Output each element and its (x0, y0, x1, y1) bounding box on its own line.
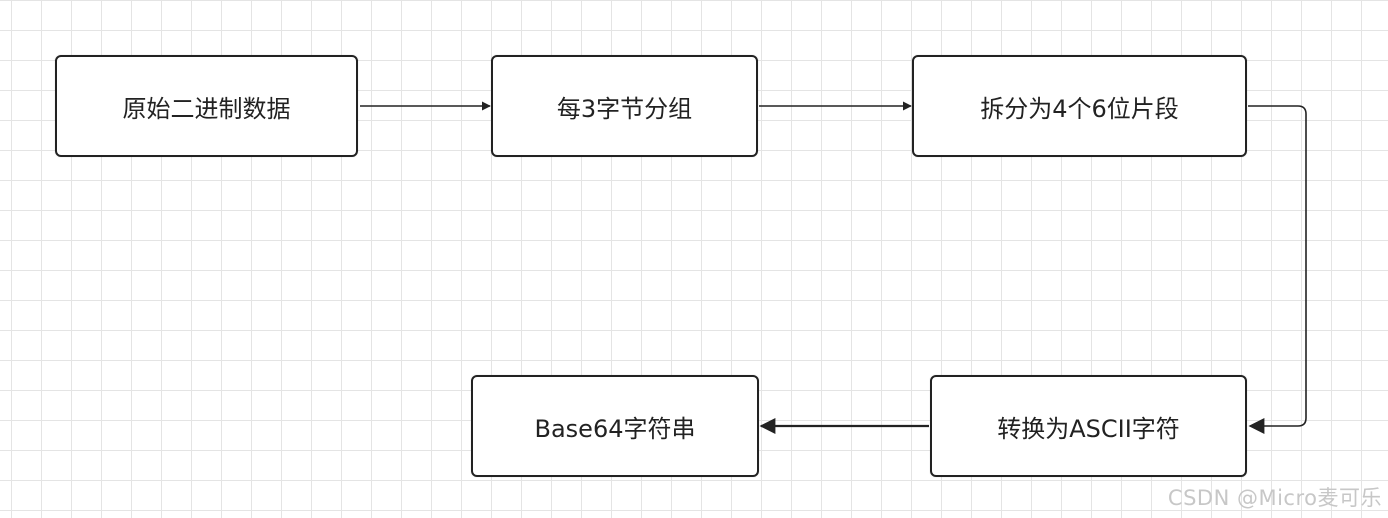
node-raw-binary-data[interactable]: 原始二进制数据 (55, 55, 358, 157)
edge-split-to-convert[interactable] (1248, 105, 1307, 434)
node-raw-binary-data-label: 原始二进制数据 (122, 94, 291, 123)
node-group-3-bytes[interactable]: 每3字节分组 (491, 55, 758, 157)
node-split-6bit-segments-label: 拆分为4个6位片段 (980, 94, 1179, 123)
node-base64-string[interactable]: Base64字符串 (471, 375, 759, 477)
node-base64-string-label: Base64字符串 (534, 414, 696, 443)
node-convert-ascii-label: 转换为ASCII字符 (997, 414, 1180, 443)
node-convert-ascii[interactable]: 转换为ASCII字符 (930, 375, 1247, 477)
node-split-6bit-segments[interactable]: 拆分为4个6位片段 (912, 55, 1247, 157)
node-group-3-bytes-label: 每3字节分组 (556, 94, 693, 123)
watermark: CSDN @Micro麦可乐 (1167, 486, 1382, 510)
